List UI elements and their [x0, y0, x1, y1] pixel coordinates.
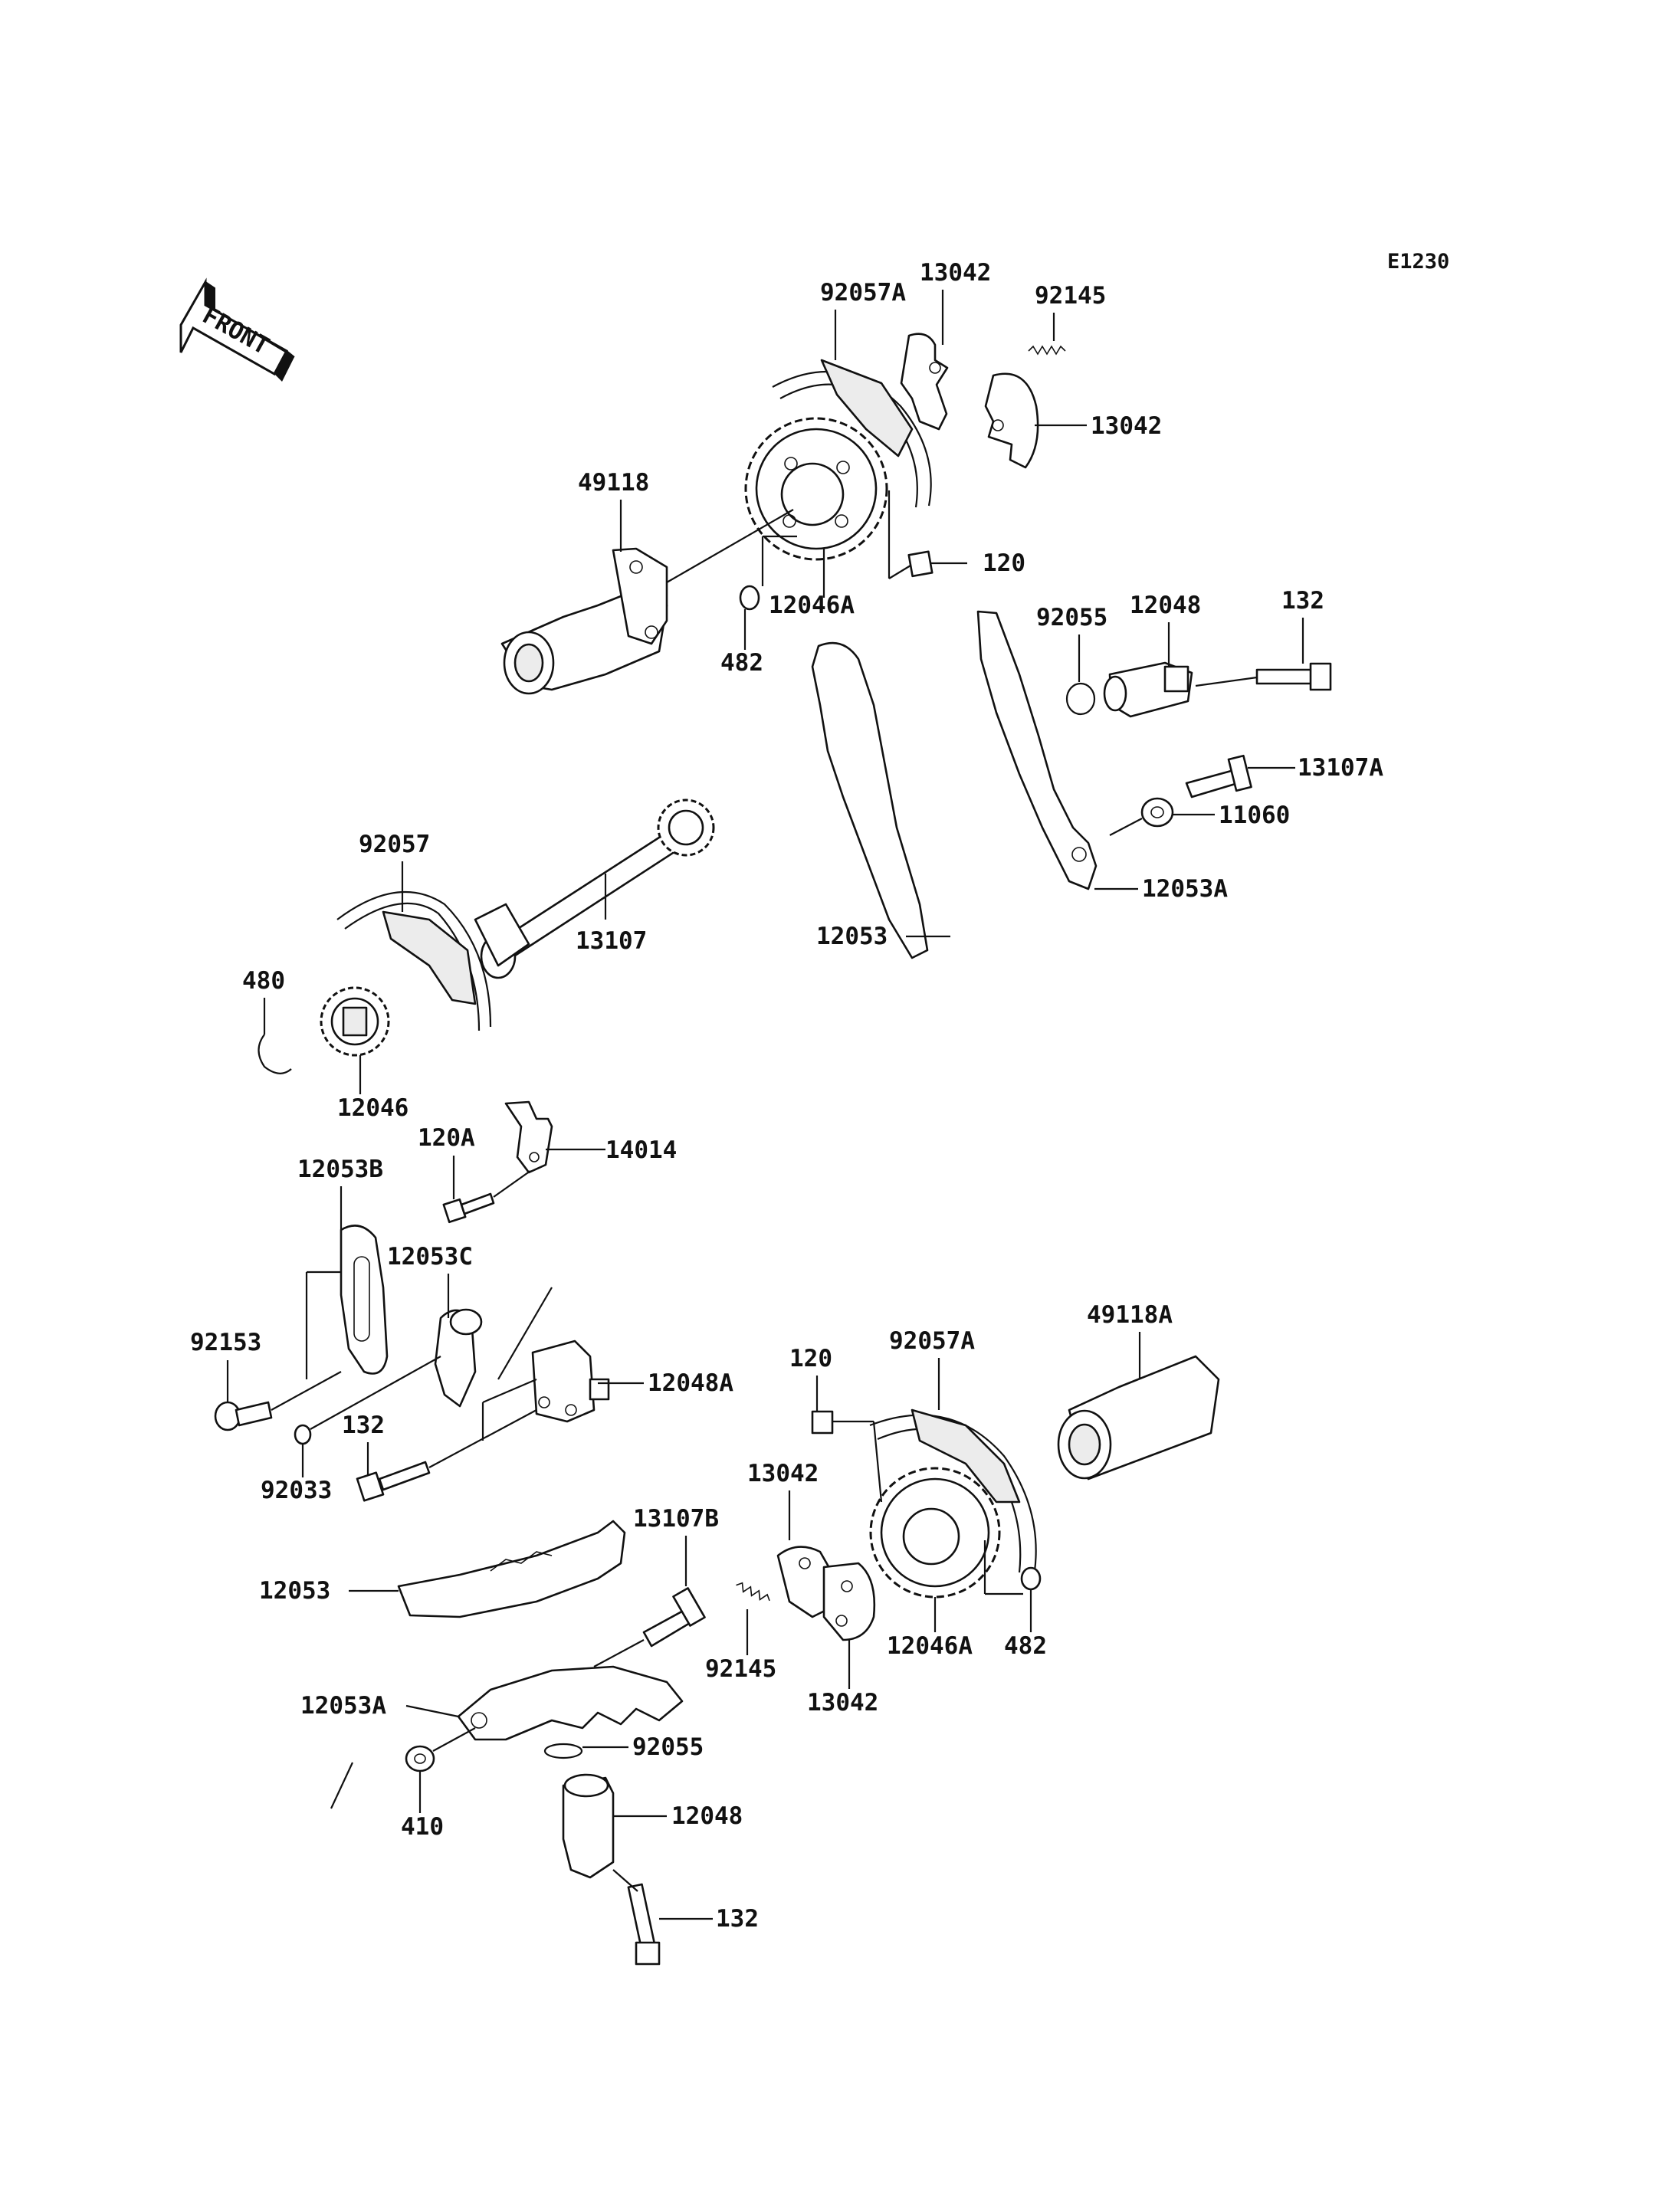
washer-482-top: [739, 585, 760, 611]
guide-12053B: [340, 1225, 389, 1375]
label-410: 410: [401, 1813, 444, 1841]
cam-chain-top: [772, 359, 932, 508]
label-480: 480: [242, 967, 285, 995]
idler-gear-12046: [320, 986, 390, 1057]
diagram-code: E1230: [1387, 250, 1449, 274]
chain-guide-12053-bottom: [397, 1520, 626, 1618]
decompressor-weight-13042-b: [984, 372, 1039, 469]
decompressor-weight-13042-c: [776, 1546, 837, 1618]
plate-14014: [504, 1100, 605, 1174]
washer-410: [330, 1727, 476, 1809]
decompressor-weight-13042-a: [900, 333, 949, 431]
label-12053C: 12053C: [387, 1243, 473, 1271]
label-12053-top: 12053: [816, 923, 888, 950]
label-13107: 13107: [576, 927, 647, 955]
label-482-bottom: 482: [1004, 1632, 1047, 1660]
label-49118A: 49118A: [1087, 1301, 1173, 1329]
decompressor-weight-13042-d: [822, 1562, 876, 1641]
label-13042-c: 13042: [747, 1460, 819, 1487]
label-92057: 92057: [359, 831, 430, 858]
chain-guide-12053-top: [811, 641, 929, 959]
label-12046A-bottom: 12046A: [887, 1632, 973, 1660]
camshaft-49118: [500, 509, 794, 695]
label-13042-b: 13042: [1091, 412, 1162, 440]
label-13107A: 13107A: [1298, 754, 1383, 782]
label-13042-a: 13042: [920, 259, 991, 287]
leader-92033-guide: [310, 1356, 441, 1430]
cam-sprocket-12046A-bottom: [869, 1467, 1001, 1599]
washer-92033: [294, 1424, 312, 1445]
label-12053A-bottom: 12053A: [300, 1692, 386, 1720]
label-13042-d: 13042: [807, 1689, 878, 1717]
label-92055-top: 92055: [1036, 604, 1107, 631]
bolt-132-top: [1195, 662, 1332, 691]
label-12048-top: 12048: [1130, 592, 1201, 619]
label-49118: 49118: [578, 469, 649, 497]
label-482-top: 482: [720, 649, 763, 677]
tensioner-guide-12053A-bottom: [457, 1665, 684, 1741]
label-120A: 120A: [418, 1124, 475, 1152]
label-12046A-top: 12046A: [769, 592, 855, 619]
label-92055-bottom: 92055: [632, 1733, 704, 1761]
washer-11060: [1109, 797, 1174, 836]
label-92145-bottom: 92145: [705, 1655, 776, 1683]
chain-92057-mid: [336, 890, 492, 1031]
guide-bolt-13107B: [593, 1587, 706, 1667]
label-14014: 14014: [605, 1136, 677, 1164]
idler-shaft-13107: [474, 798, 715, 979]
label-92057A-bottom: 92057A: [889, 1327, 975, 1355]
tensioner-guide-12053A-top: [976, 610, 1098, 890]
label-12053B: 12053B: [297, 1156, 383, 1183]
label-92153: 92153: [190, 1329, 261, 1356]
o-ring-92055-top: [1065, 682, 1096, 716]
bolt-132-bottom: [612, 1869, 661, 1966]
label-92033: 92033: [261, 1477, 332, 1504]
bolt-120-bottom: [811, 1410, 883, 1503]
washer-482-bottom: [1020, 1566, 1042, 1591]
label-12053A-top: 12053A: [1142, 875, 1228, 903]
label-12046: 12046: [337, 1094, 409, 1122]
tensioner-12048A: [531, 1340, 610, 1423]
label-132-bottom: 132: [716, 1905, 759, 1933]
spring-92145-bottom: [736, 1582, 770, 1602]
bolt-132-mid: [356, 1378, 537, 1502]
cam-chain-bottom: [869, 1408, 1037, 1573]
bolt-92153: [214, 1271, 342, 1431]
label-120-top: 120: [983, 549, 1025, 577]
guide-12053C: [434, 1308, 483, 1408]
label-12048-bottom: 12048: [671, 1802, 743, 1830]
label-12048A: 12048A: [648, 1369, 733, 1397]
bolt-120-top: [907, 550, 967, 578]
guide-bolt-13107A: [1185, 754, 1252, 798]
cam-sprocket-12046A-top: [744, 417, 888, 561]
label-132-top: 132: [1281, 587, 1324, 615]
camshaft-49118A: [1057, 1355, 1220, 1481]
label-120-bottom: 120: [789, 1345, 832, 1372]
leader-12053C-ref: [497, 1287, 553, 1380]
label-92057A-top: 92057A: [820, 279, 906, 307]
spring-92145-top: [1028, 345, 1066, 356]
label-13107B: 13107B: [633, 1505, 719, 1533]
bolt-120A: [442, 1170, 531, 1224]
callouts: 92057A 13042 92145 13042 49118 120 12046…: [190, 259, 1383, 1933]
label-12053-bottom: 12053: [259, 1577, 330, 1605]
label-11060: 11060: [1219, 802, 1290, 829]
label-132-mid: 132: [342, 1412, 385, 1439]
tensioner-12048-bottom: [562, 1773, 615, 1879]
label-92145-top: 92145: [1035, 282, 1106, 310]
tensioner-12048-top: [1103, 661, 1193, 718]
o-ring-92055-bottom: [543, 1743, 583, 1759]
snap-ring-480: [258, 1034, 292, 1074]
front-arrow-icon: FRONT: [179, 277, 295, 382]
